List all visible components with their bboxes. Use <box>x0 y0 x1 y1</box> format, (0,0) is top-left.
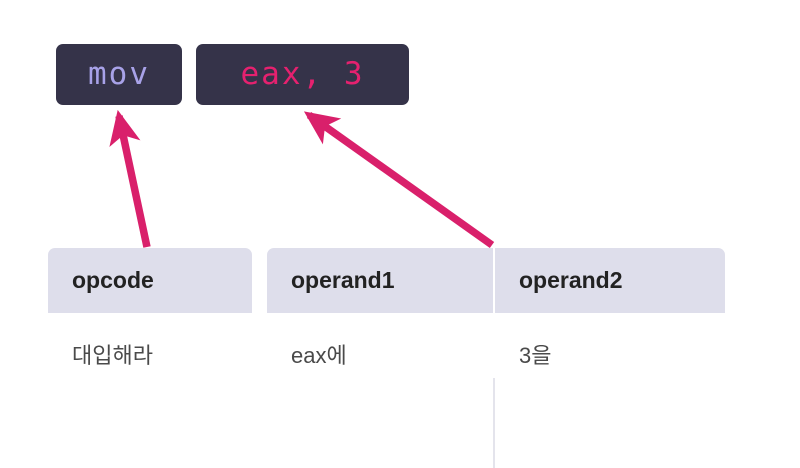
header-column-divider <box>493 248 495 313</box>
column-header-operand2: operand2 <box>495 248 725 313</box>
body-column-divider <box>493 378 495 468</box>
operands-token-box: eax, 3 <box>196 44 409 105</box>
table-body-row: 대입해라 eax에 3을 <box>48 313 725 468</box>
mnemonic-text: mov <box>88 56 150 92</box>
operand2-to-operands-arrow <box>303 111 495 249</box>
opcode-to-mnemonic-arrow <box>109 109 151 248</box>
cell-operand1-meaning: eax에 <box>291 343 347 368</box>
operands-text: eax, 3 <box>240 56 365 92</box>
instruction-breakdown-table: opcode operand1 operand2 대입해라 eax에 3을 <box>48 248 725 468</box>
cell-opcode-meaning: 대입해라 <box>72 343 153 368</box>
mnemonic-token-box: mov <box>56 44 182 105</box>
cell-operand2-meaning: 3을 <box>519 343 552 368</box>
diagram-canvas: mov eax, 3 opcode operand1 operand2 대입해라… <box>48 44 725 468</box>
table-header-row: opcode operand1 operand2 <box>48 248 725 313</box>
column-header-opcode: opcode <box>48 248 252 313</box>
column-header-operand1: operand1 <box>267 248 493 313</box>
